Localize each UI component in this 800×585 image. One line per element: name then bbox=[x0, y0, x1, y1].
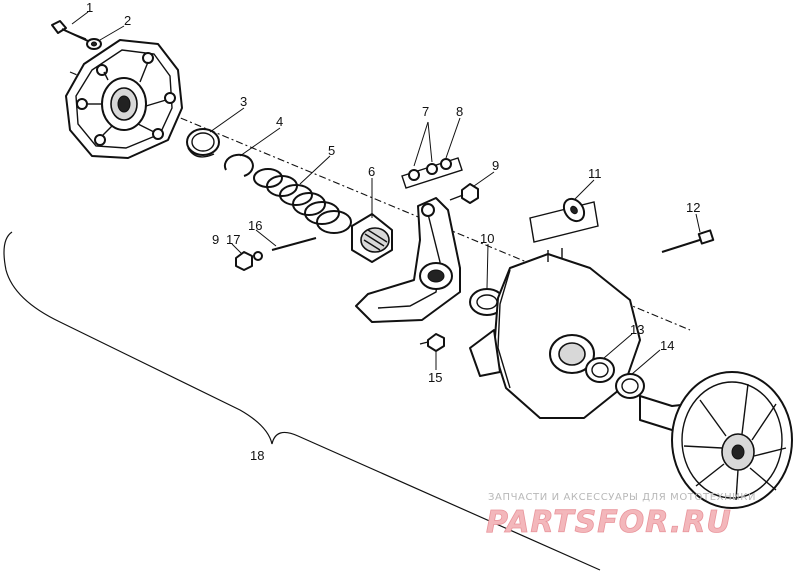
spring-cup-part bbox=[351, 213, 393, 263]
assembly-bracket bbox=[3, 231, 601, 571]
callout-17: 17 bbox=[226, 232, 240, 247]
nut-set-part bbox=[401, 157, 463, 189]
spacer-ring-part bbox=[615, 373, 645, 399]
watermark-tagline: ЗАПЧАСТИ И АКСЕССУАРЫ ДЛЯ МОТОТЕХНИКИ bbox=[488, 492, 756, 503]
callout-11: 11 bbox=[588, 166, 602, 181]
callout-12: 12 bbox=[686, 200, 700, 215]
pivot-nut-part bbox=[449, 183, 479, 204]
washer-part bbox=[86, 38, 102, 50]
moveable-sheave-part bbox=[469, 248, 641, 419]
spring-part bbox=[253, 168, 352, 234]
clutch-cover-part bbox=[65, 39, 183, 159]
callout-15: 15 bbox=[428, 370, 442, 385]
sheave-bushing-part bbox=[585, 357, 615, 383]
long-pin-part bbox=[661, 229, 715, 253]
leader-lines bbox=[71, 11, 701, 375]
thrust-washer-part bbox=[469, 288, 505, 316]
callout-8: 8 bbox=[456, 104, 463, 119]
callout-2: 2 bbox=[124, 13, 131, 28]
callout-1: 1 bbox=[86, 0, 93, 15]
watermark-brand: PARTSFOR.RU bbox=[486, 505, 732, 540]
callout-7: 7 bbox=[422, 104, 429, 119]
callout-13: 13 bbox=[630, 322, 644, 337]
callout-3: 3 bbox=[240, 94, 247, 109]
fixed-sheave-part bbox=[639, 371, 793, 509]
weight-arm-part bbox=[355, 197, 461, 323]
callout-9-left: 9 bbox=[212, 232, 219, 247]
callout-10: 10 bbox=[480, 231, 494, 246]
callout-9-right: 9 bbox=[492, 158, 499, 173]
roller-part bbox=[529, 197, 599, 243]
callout-18: 18 bbox=[250, 448, 264, 463]
callout-4: 4 bbox=[276, 114, 283, 129]
callout-16: 16 bbox=[248, 218, 262, 233]
snap-ring-part bbox=[223, 153, 254, 177]
callout-14: 14 bbox=[660, 338, 674, 353]
bolt-part bbox=[51, 20, 89, 42]
callout-6: 6 bbox=[368, 164, 375, 179]
pin-hardware-part bbox=[235, 237, 317, 271]
bushing-part bbox=[186, 128, 220, 158]
set-screw-part bbox=[419, 333, 445, 352]
callout-5: 5 bbox=[328, 143, 335, 158]
